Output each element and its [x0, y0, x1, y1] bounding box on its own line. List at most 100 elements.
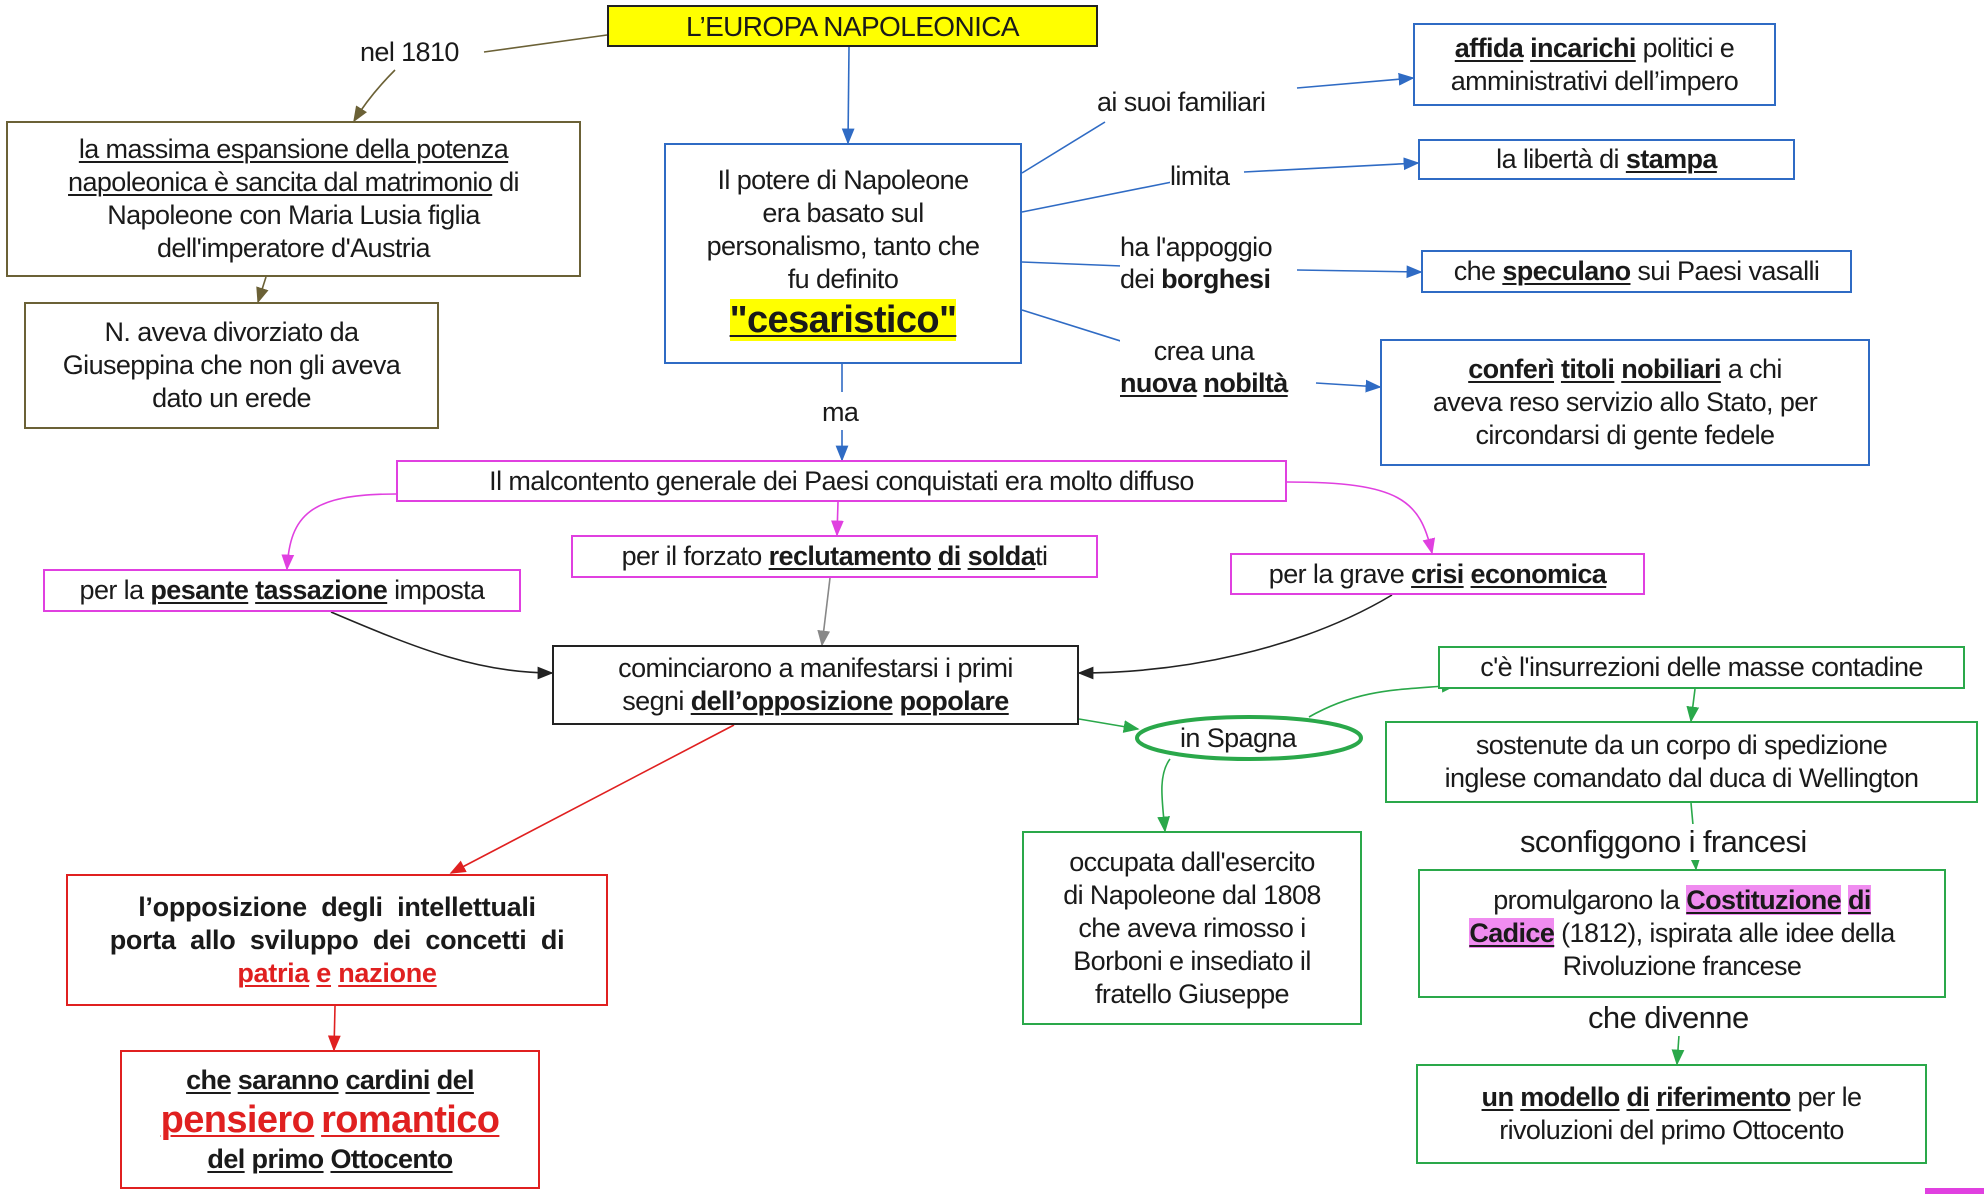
text: crisi — [1411, 558, 1464, 589]
text: per la — [79, 575, 151, 605]
text: la massima espansione della potenza — [78, 134, 509, 164]
text: la libertà di — [1496, 144, 1626, 174]
text: aveva reso servizio allo Stato, per — [1432, 387, 1818, 417]
text: sostenute da un corpo di spedizione — [1475, 730, 1888, 760]
connector — [1078, 718, 1140, 733]
text: crea una — [1153, 336, 1255, 366]
text: amministrativi dell’impero — [1450, 65, 1739, 96]
text: e — [316, 957, 332, 988]
text: ha l'appoggio — [1120, 232, 1273, 262]
text: tassazione — [255, 575, 388, 605]
text: Costituzione — [1686, 885, 1842, 915]
text: di — [1847, 885, 1871, 915]
text: dell'imperatore d'Austria — [157, 233, 431, 263]
node-insurrezioni[interactable]: c'è l'insurrezioni delle masse contadine — [1438, 646, 1965, 689]
text: Napoleone con Maria Lusia figlia — [107, 200, 480, 230]
text: dei — [1120, 264, 1162, 294]
text: affida — [1454, 32, 1524, 63]
label-limita: limita — [1170, 160, 1230, 192]
label-ai-suoi-familiari: ai suoi familiari — [1097, 86, 1266, 118]
text: che — [1453, 256, 1503, 286]
title-box[interactable]: L’EUROPA NAPOLEONICA — [607, 5, 1098, 47]
text: per il forzato — [621, 541, 769, 571]
text: imposta — [387, 575, 485, 605]
text: Il malcontento generale dei Paesi conqui… — [489, 465, 1194, 496]
node-crisi[interactable]: per la grave crisi economica — [1230, 553, 1645, 595]
title-text: L’EUROPA NAPOLEONICA — [686, 10, 1020, 42]
label-nel-1810: nel 1810 — [360, 36, 459, 68]
text: popolare — [899, 686, 1010, 716]
text: che — [186, 1064, 231, 1095]
node-tassazione[interactable]: per la pesante tassazione imposta — [43, 569, 521, 612]
text: saranno — [237, 1064, 339, 1095]
text: N. aveva divorziato da — [104, 317, 360, 347]
corner-mark — [1925, 1188, 1984, 1194]
text: Ottocento — [330, 1143, 453, 1174]
text: pesante — [150, 575, 249, 605]
connector — [1671, 1034, 1685, 1066]
label-ma: ma — [822, 396, 859, 428]
connector — [831, 501, 844, 537]
connector — [1286, 481, 1436, 555]
text: pensiero — [160, 1098, 315, 1141]
connector — [281, 493, 397, 571]
node-speculano[interactable]: che speculano sui Paesi vasalli — [1421, 250, 1852, 293]
text: c'è l'insurrezioni delle masse contadine — [1480, 652, 1923, 682]
text: sui Paesi vasalli — [1630, 256, 1820, 286]
text: Cadice — [1469, 918, 1555, 948]
text: riferimento — [1656, 1082, 1791, 1112]
text: politici e — [1635, 32, 1735, 63]
node-malcontento[interactable]: Il malcontento generale dei Paesi conqui… — [396, 460, 1287, 502]
text: nobiltà — [1203, 368, 1288, 398]
node-spagna[interactable]: in Spagna — [1180, 723, 1297, 753]
node-stampa[interactable]: la libertà di stampa — [1418, 139, 1795, 180]
text: per le — [1790, 1082, 1863, 1112]
text: cardini — [345, 1064, 430, 1095]
connector — [1077, 594, 1393, 680]
text: fu definito — [787, 263, 899, 294]
text: borghesi — [1161, 264, 1271, 294]
text: un — [1481, 1082, 1514, 1112]
connector — [1296, 72, 1415, 89]
text: di — [1626, 1082, 1650, 1112]
text: ti — [1035, 541, 1048, 571]
text: reclutamento — [768, 541, 932, 571]
text: speculano — [1502, 256, 1631, 286]
connector — [841, 46, 855, 145]
label-sconfiggono: sconfiggono i francesi — [1520, 824, 1807, 860]
connector — [353, 69, 396, 123]
text: incarichi — [1530, 32, 1636, 63]
text: personalismo, tanto che — [706, 230, 980, 261]
text: nobiliari — [1621, 354, 1721, 384]
text: Il potere di Napoleone — [717, 164, 970, 195]
text: (1812), ispirata alle idee della — [1554, 918, 1895, 948]
connector — [1243, 157, 1420, 173]
text: circondarsi di gente fedele — [1475, 420, 1775, 450]
text: cominciarono a manifestarsi i primi — [618, 653, 1013, 683]
text: primo — [251, 1143, 325, 1174]
text: dell’opposizione — [690, 686, 894, 716]
text: conferì — [1468, 354, 1555, 384]
connector — [817, 577, 831, 647]
text: nuova — [1120, 368, 1197, 398]
text: di — [937, 541, 961, 571]
node-reclutamento[interactable]: per il forzato reclutamento di soldati — [571, 535, 1098, 578]
connector — [1021, 261, 1123, 267]
connector — [1296, 265, 1423, 279]
connector — [256, 276, 269, 304]
